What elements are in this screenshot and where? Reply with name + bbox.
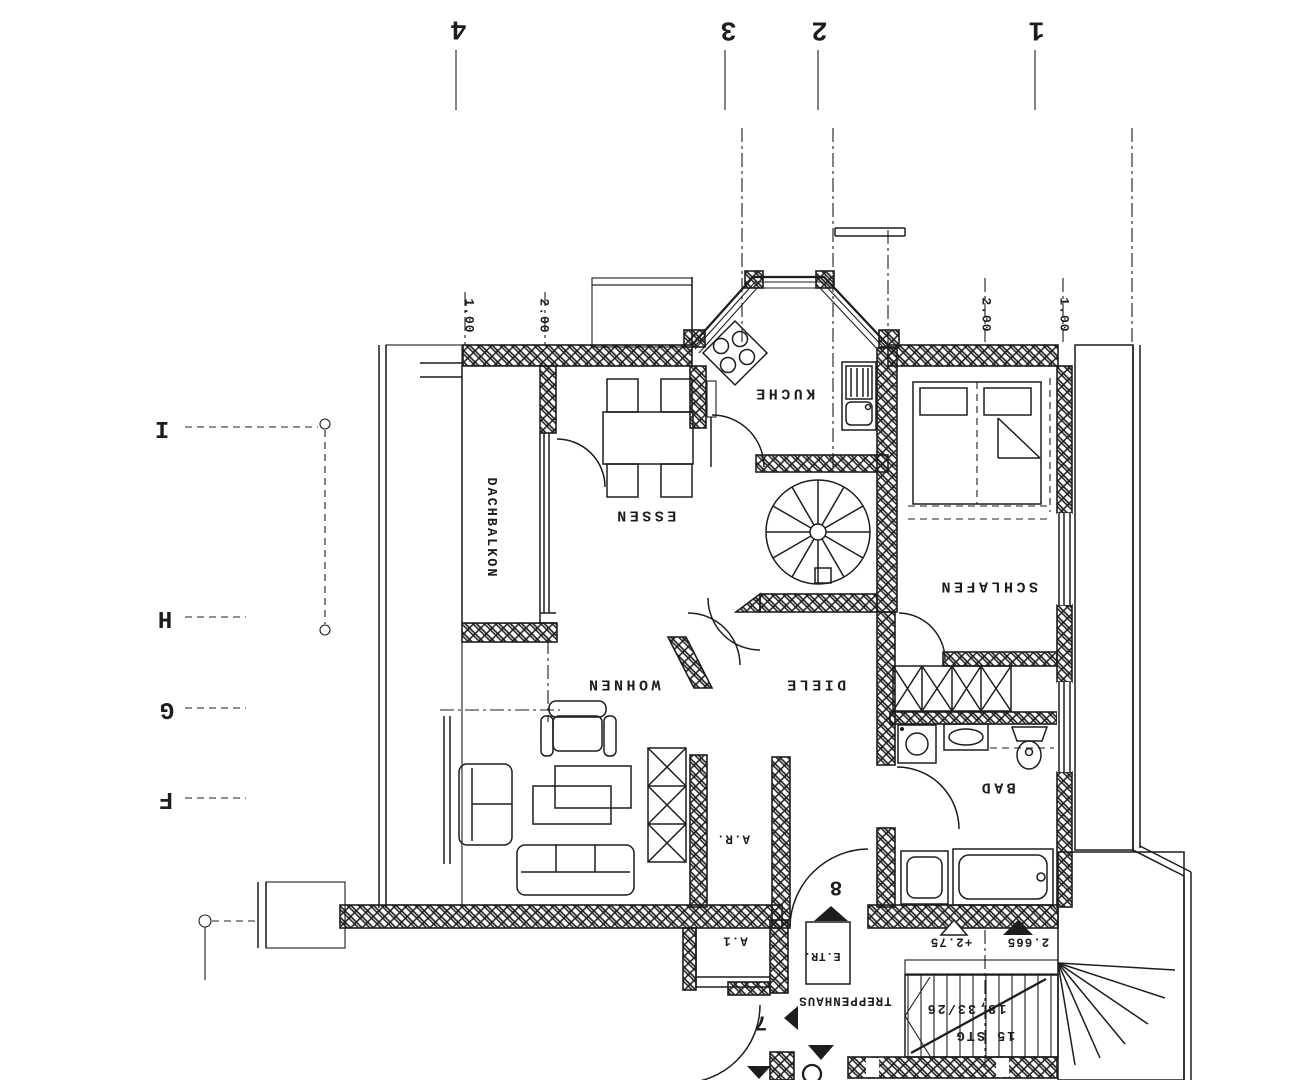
bathroom-fixtures xyxy=(897,723,1054,906)
room-label-treppenhaus: TREPPENHAUS xyxy=(798,993,892,1008)
room-label-abstellraum: A.R. xyxy=(715,831,751,846)
small-balcony xyxy=(257,881,346,949)
room-label-schlafen: SCHLAFEN xyxy=(937,577,1039,595)
doors xyxy=(556,380,960,1080)
washbasin xyxy=(943,723,989,751)
double-bed xyxy=(908,381,1052,520)
washing-machine xyxy=(897,724,937,764)
room-label-kueche: KUCHE xyxy=(752,384,816,402)
stair-arrow-down-2 xyxy=(747,1066,771,1079)
armchair-back xyxy=(548,700,607,718)
balcony-railing xyxy=(591,277,693,348)
room-label-diele: DIELE xyxy=(783,675,847,693)
level-label-upper: +2.75 xyxy=(929,934,973,949)
armchair-seat xyxy=(552,715,603,752)
coffee-table xyxy=(554,765,632,809)
stair-arrow-down xyxy=(808,1045,834,1060)
room-label-essen: ESSEN xyxy=(613,506,677,524)
wardrobe xyxy=(892,665,1012,712)
level-marker-open xyxy=(939,918,969,936)
room-label-wohnen: WOHNEN xyxy=(585,675,661,693)
living-room-furniture xyxy=(458,700,687,896)
dimension-left-2: 2.00 xyxy=(536,298,552,334)
room-outlines xyxy=(461,277,697,988)
sofa-three-seat xyxy=(516,844,635,896)
door-number-8: 8 xyxy=(829,874,843,898)
axis-label-i: I xyxy=(154,414,170,441)
roof-surface-right xyxy=(1057,344,1192,1080)
entry-arrow xyxy=(814,906,848,921)
main-staircase xyxy=(904,959,1176,1066)
shower-basin xyxy=(900,850,949,905)
level-markers xyxy=(939,918,1033,936)
dimension-right-1: 1.00 xyxy=(1056,297,1072,333)
door7-leaf xyxy=(784,1006,798,1030)
axis-label-h: H xyxy=(157,604,173,631)
walls xyxy=(339,344,1073,1080)
level-marker-filled xyxy=(1003,920,1033,935)
bay-window xyxy=(683,227,906,354)
axis-label-4: 4 xyxy=(449,12,467,43)
stair-riser-tread-label: 18,33/26 xyxy=(925,999,1007,1015)
cut-off-glyph xyxy=(801,1063,823,1080)
axis-label-g: G xyxy=(159,695,175,722)
room-label-bad: BAD xyxy=(978,778,1016,796)
room-label-etr: E.TR. xyxy=(803,948,841,962)
bathtub xyxy=(952,848,1054,906)
stove xyxy=(701,319,769,387)
spiral-staircase xyxy=(765,479,871,585)
room-label-a1: A.1 xyxy=(722,933,748,948)
dimension-right-2: 2.00 xyxy=(978,297,994,333)
level-label-lower: 2.665 xyxy=(1006,934,1050,949)
door-number-7: 7 xyxy=(754,1009,768,1033)
construction-lines xyxy=(185,128,1133,1067)
axis-label-2: 2 xyxy=(810,13,828,44)
stair-steps-label: 15 STG xyxy=(954,1026,1016,1042)
winder-steps xyxy=(1057,962,1176,1066)
axis-label-f: F xyxy=(158,785,174,812)
windows xyxy=(441,433,1072,988)
grid-tick-lines xyxy=(455,50,1036,110)
room-label-dachbalkon: DACHBALKON xyxy=(482,477,498,579)
kitchen-sink xyxy=(841,361,877,431)
dining-set xyxy=(602,378,694,498)
axis-label-3: 3 xyxy=(719,13,737,44)
dimension-left-1: 1.00 xyxy=(461,298,477,334)
etr-box xyxy=(805,921,851,985)
shelf-cabinet xyxy=(647,747,687,863)
coffee-table-2 xyxy=(532,785,612,825)
axis-label-1: 1 xyxy=(1027,13,1045,44)
